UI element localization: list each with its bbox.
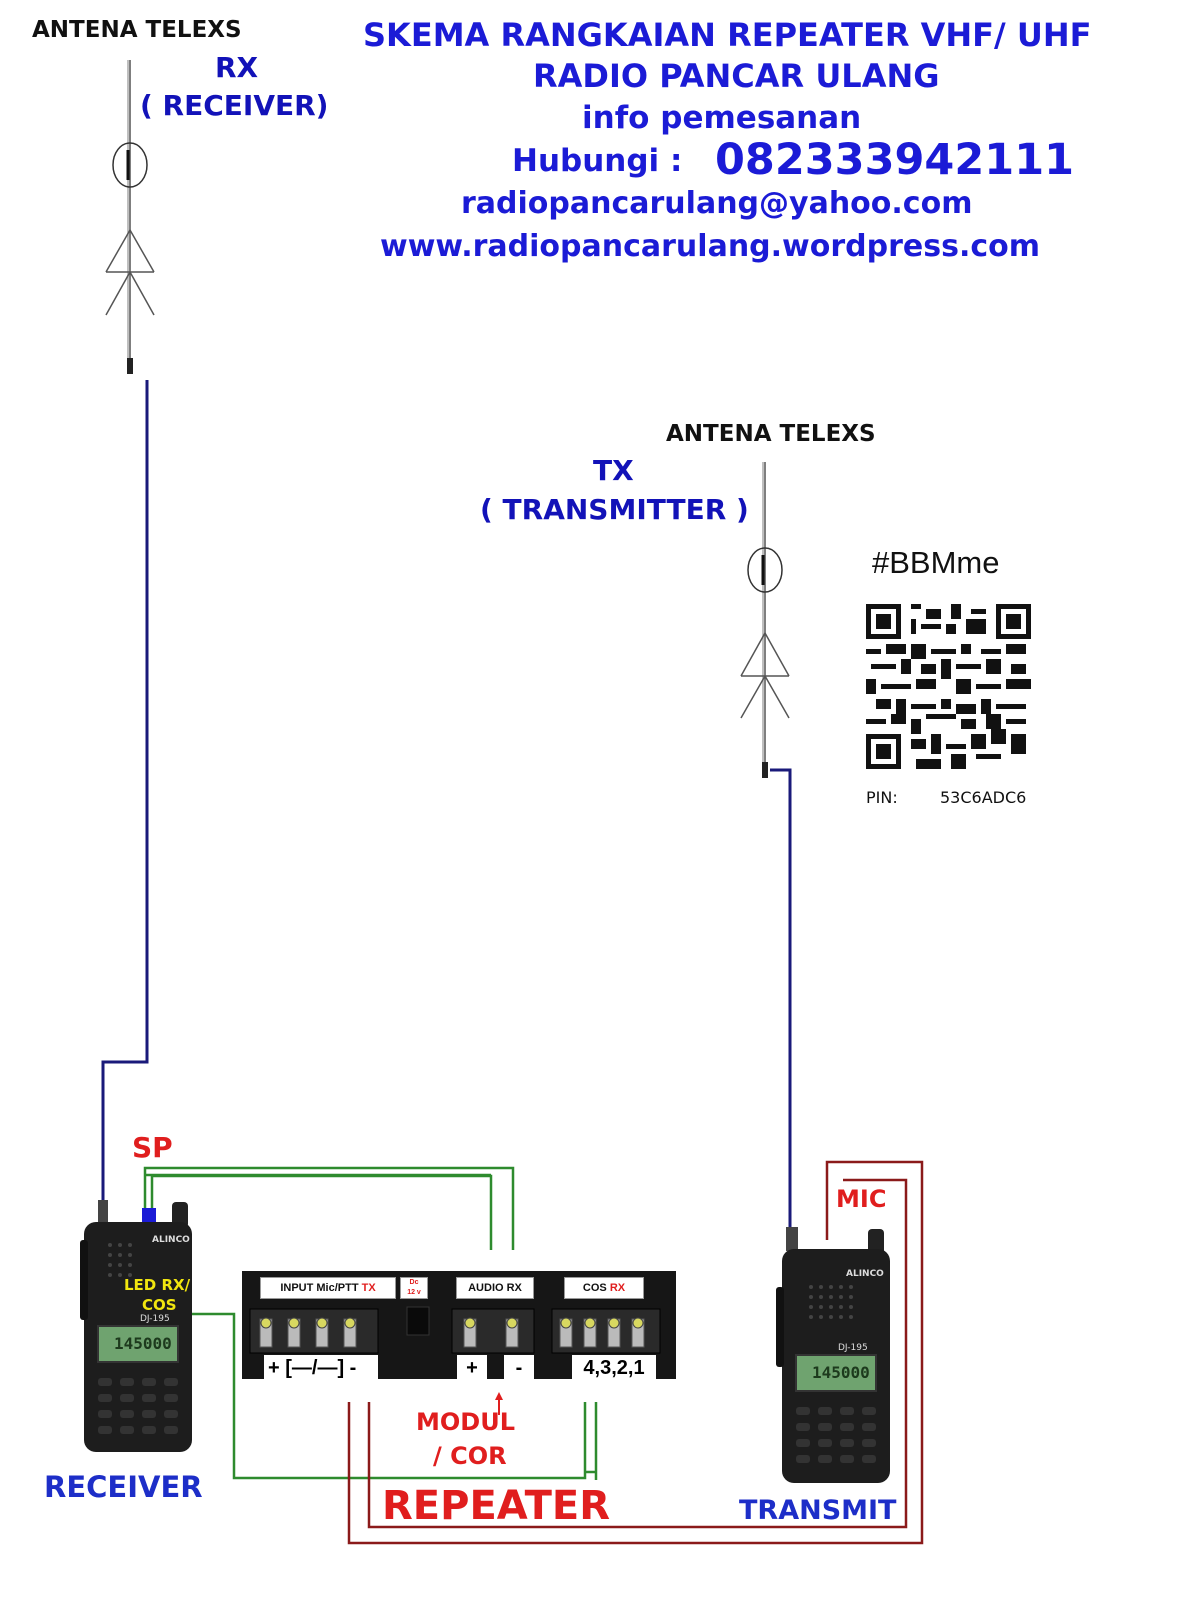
website-url: www.radiopancarulang.wordpress.com xyxy=(380,229,1041,264)
bbm-pin: 53C6ADC6 xyxy=(940,788,1027,807)
cos-radio-label: COS xyxy=(142,1296,177,1314)
title-line2: RADIO PANCAR ULANG xyxy=(533,57,940,95)
tx-antenna-code: TX xyxy=(593,454,634,487)
transmit-radio: ALINCO DJ-195 145000 xyxy=(776,1227,894,1485)
transmit-display: 145000 xyxy=(812,1363,870,1382)
terminal-audio-plus: + xyxy=(457,1355,487,1381)
rx-coax-wire xyxy=(101,380,149,1210)
bbm-pin-label: PIN: xyxy=(866,788,898,807)
mic-ptt-wires xyxy=(347,1160,924,1545)
title-line1: SKEMA RANGKAIAN REPEATER VHF/ UHF xyxy=(363,16,1092,54)
receiver-label: RECEIVER xyxy=(44,1470,203,1504)
mic-label: MIC xyxy=(836,1185,887,1213)
contact-label: Hubungi : xyxy=(512,143,683,179)
tx-antenna-icon xyxy=(740,462,790,778)
cor-label: / COR xyxy=(433,1442,507,1470)
rx-antenna-name: ANTENA TELEXS xyxy=(32,17,242,43)
tx-coax-wire xyxy=(770,768,792,1230)
transmit-label: TRANSMIT xyxy=(739,1495,897,1526)
info-label: info pemesanan xyxy=(582,100,862,136)
terminal-cos: 4,3,2,1 xyxy=(572,1355,656,1381)
modul-label: MODUL xyxy=(416,1408,515,1436)
tx-antenna-desc: ( TRANSMITTER ) xyxy=(480,493,749,526)
bbm-tag: #BBMme xyxy=(872,545,1000,580)
cos-wire xyxy=(185,1312,598,1480)
panel-audio-label: AUDIO RX xyxy=(456,1277,534,1299)
sp-audio-wires xyxy=(143,1166,515,1250)
tx-antenna-name: ANTENA TELEXS xyxy=(666,421,876,447)
qr-code-icon xyxy=(866,604,1031,769)
rx-antenna-desc: ( RECEIVER) xyxy=(140,89,329,122)
sp-label: SP xyxy=(132,1131,173,1164)
email-address: radiopancarulang@yahoo.com xyxy=(461,186,973,221)
receiver-radio: ALINCO DJ-195 145000 xyxy=(80,1200,198,1455)
repeater-label: REPEATER xyxy=(382,1483,611,1529)
terminal-audio-minus: - xyxy=(504,1355,534,1381)
receiver-model: DJ-195 xyxy=(140,1314,170,1324)
panel-input-label: INPUT Mic/PTT TX xyxy=(260,1277,396,1299)
transmit-brand: ALINCO xyxy=(846,1269,884,1279)
panel-cos-label: COS RX xyxy=(564,1277,644,1299)
receiver-display: 145000 xyxy=(114,1334,172,1353)
rx-antenna-icon xyxy=(105,60,155,374)
led-rx-label: LED RX/ xyxy=(124,1276,191,1294)
terminal-input: + [—/—] - xyxy=(264,1355,378,1381)
phone-number: 082333942111 xyxy=(715,135,1075,185)
receiver-brand: ALINCO xyxy=(152,1235,190,1245)
rx-antenna-code: RX xyxy=(215,51,259,84)
transmit-model: DJ-195 xyxy=(838,1343,868,1353)
